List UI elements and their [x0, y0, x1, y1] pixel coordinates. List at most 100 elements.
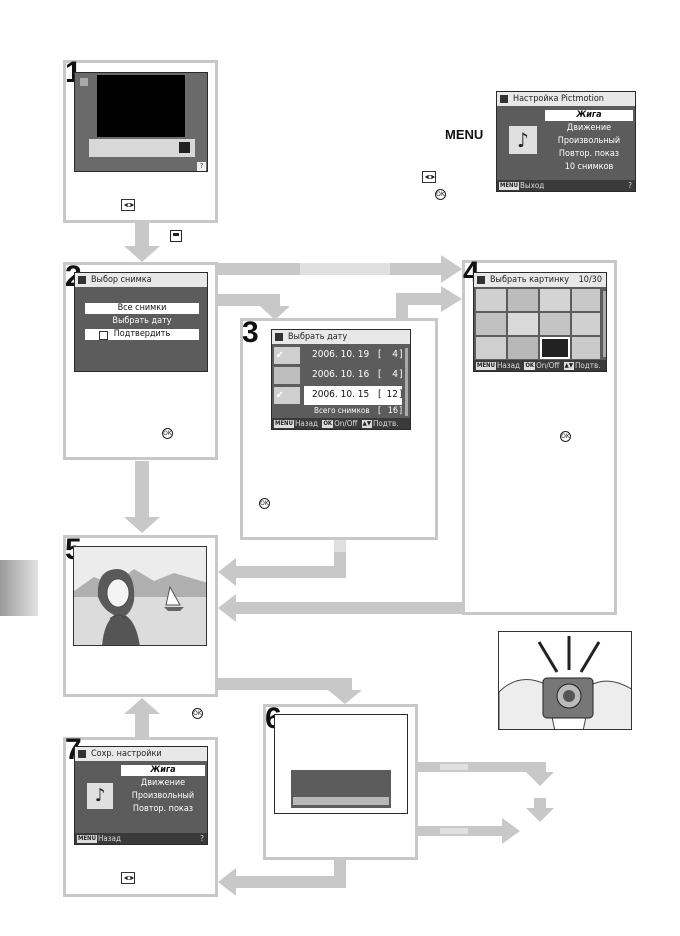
step-5-playback-image — [73, 546, 207, 646]
total-row: Всего снимков [ 16 ] — [274, 406, 402, 418]
date-row-1[interactable]: ✔ 2006. 10. 19 [ 4 ] — [274, 346, 403, 365]
step-4-ok-icon: OK — [560, 431, 571, 442]
date-row-3-bracket-close: ] — [399, 389, 403, 400]
arrow-5-6-head — [328, 690, 362, 704]
thumb[interactable] — [572, 313, 600, 335]
step-6-progress-bar — [293, 797, 389, 805]
date-row-2-count: 4 — [392, 369, 398, 380]
step-7-item-repeat[interactable]: Повтор. показ — [132, 804, 194, 814]
date-row-1-bracket-close: ] — [399, 349, 403, 360]
step-7-item-jiga[interactable]: Жига — [121, 765, 205, 776]
item-all-pictures[interactable]: Все снимки — [85, 303, 199, 314]
date-row-3-date: 2006. 10. 15 — [312, 389, 370, 400]
thumb[interactable] — [540, 289, 570, 311]
thumb[interactable] — [540, 313, 570, 335]
date-row-3-bracket: [ — [378, 389, 382, 400]
arrow-6-7-head — [218, 868, 236, 896]
arrow-2-5-shaft — [135, 461, 149, 519]
pictmotion-ok-icon: OK — [435, 189, 446, 200]
total-bracket-close: ] — [399, 406, 403, 416]
menu-item-count[interactable]: 10 снимков — [564, 162, 614, 172]
arrow-1-2-head — [124, 246, 160, 262]
step-7-playback-icon — [121, 872, 135, 884]
menu-button-label: MENU — [445, 127, 484, 142]
step-1-help-icon: ? — [197, 162, 206, 171]
arrow-3-5-head — [218, 558, 236, 586]
thumb[interactable] — [508, 313, 538, 335]
thumb[interactable] — [572, 337, 600, 359]
item-choose-date[interactable]: Выбрать дату — [112, 316, 172, 326]
thumb[interactable] — [476, 337, 506, 359]
step-7-item-movement[interactable]: Движение — [140, 778, 186, 788]
total-count: 16 — [387, 406, 398, 416]
step-7-menu: Жига Движение Произвольный Повтор. показ — [121, 764, 205, 820]
arrow-7-5-head — [124, 698, 160, 714]
menu-item-custom[interactable]: Произвольный — [557, 136, 621, 146]
arrow-6-out-1-shaft — [418, 762, 546, 772]
date-row-2-bracket-close: ] — [399, 369, 403, 380]
arrow-6-out-mid-head — [526, 808, 554, 822]
arrow-2-3-shaft — [218, 294, 280, 306]
date-row-1-bracket: [ — [378, 349, 382, 360]
step-4-scrollbar[interactable] — [603, 291, 606, 357]
date-thumb-3 — [274, 387, 300, 404]
date-thumb-2 — [274, 367, 300, 384]
menu-item-movement[interactable]: Движение — [566, 123, 612, 133]
date-row-2-bracket: [ — [378, 369, 382, 380]
arrow-5-6-shaft — [218, 678, 352, 690]
check-icon-3: ✔ — [276, 390, 284, 401]
side-tab — [0, 560, 38, 616]
thumb[interactable] — [508, 337, 538, 359]
pictmotion-menu-screen: Настройка Pictmotion ♪ Жига Движение Про… — [496, 91, 636, 192]
arrow-6-out-2-head — [502, 818, 520, 844]
total-bracket: [ — [378, 406, 382, 416]
arrow-2-5-head — [124, 517, 160, 533]
step-3-ok-icon: OK — [259, 498, 270, 509]
date-row-2[interactable]: 2006. 10. 16 [ 4 ] — [274, 366, 403, 385]
date-row-2-date: 2006. 10. 16 — [312, 369, 370, 380]
step-7-music-note-icon: ♪ — [87, 783, 113, 809]
arrow-2-3-head — [260, 306, 290, 320]
step-3-title: Выбрать дату — [272, 330, 410, 344]
step-1-info-bar — [89, 139, 195, 157]
thumb[interactable] — [476, 289, 506, 311]
step-3-number: 3 — [242, 316, 259, 349]
thumb[interactable] — [572, 289, 600, 311]
step-5-ok-icon: OK — [192, 708, 203, 719]
arrow-7-5-shaft — [135, 712, 149, 738]
step-6-screen — [274, 714, 408, 814]
arrow-4-5-shaft — [232, 602, 464, 614]
menu-item-repeat[interactable]: Повтор. показ — [558, 149, 620, 159]
portrait-illustration — [74, 547, 206, 645]
thumb[interactable] — [476, 313, 506, 335]
step-1-playback-icon — [121, 199, 135, 211]
total-label: Всего снимков — [314, 406, 370, 415]
arrow-3-4-head — [441, 286, 462, 312]
date-row-3[interactable]: ✔ 2006. 10. 15 [ 12 ] — [274, 386, 403, 405]
music-note-icon: ♪ — [509, 126, 537, 154]
thumbnail-grid — [476, 289, 600, 359]
camera-illustration — [498, 631, 632, 730]
step-3-screen: Выбрать дату ✔ 2006. 10. 19 [ 4 ] 2006. … — [271, 329, 411, 430]
thumb[interactable] — [508, 289, 538, 311]
step-1-black-image — [97, 75, 185, 137]
step-3-scrollbar[interactable] — [405, 348, 408, 416]
step-2-ok-icon: OK — [162, 428, 173, 439]
thumb-selected[interactable] — [540, 337, 570, 359]
item-confirm[interactable]: Подтвердить — [85, 329, 199, 340]
menu-item-jiga[interactable]: Жига — [545, 110, 633, 121]
grid-icon — [170, 230, 182, 242]
step-7-item-custom[interactable]: Произвольный — [131, 791, 195, 801]
date-row-3-highlight — [304, 386, 402, 405]
step-1-screen: ? — [74, 72, 208, 172]
arrow-6-out-1-head — [526, 772, 554, 786]
arrow-1-2-shaft — [135, 222, 149, 248]
step-2-screen: Выбор снимка Все снимки Выбрать дату Под… — [74, 272, 208, 372]
confirm-checkbox[interactable] — [99, 331, 108, 340]
